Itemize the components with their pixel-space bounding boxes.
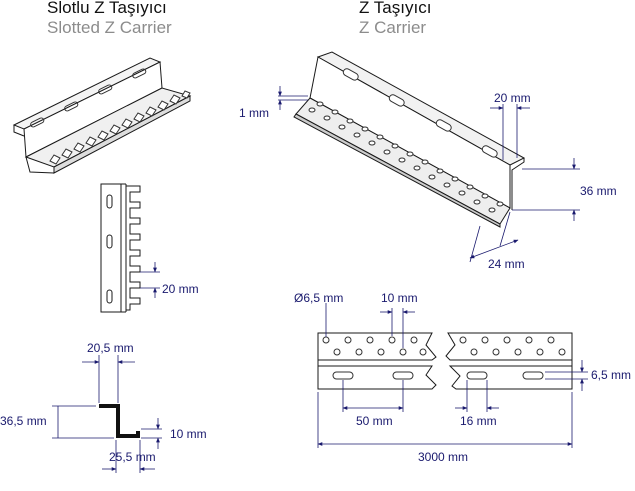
thickness-label: 1 mm — [239, 106, 269, 120]
hole-pitch-label: 10 mm — [381, 291, 418, 305]
web-slots — [30, 68, 147, 128]
z-isometric-dimensions — [278, 86, 580, 263]
z-carrier-title-en: Z Carrier — [359, 18, 427, 37]
flange-hole-pitch-label: 20 mm — [494, 91, 531, 105]
side-slots — [106, 194, 113, 304]
z-web-slots — [342, 68, 498, 158]
left-slot-row — [332, 371, 414, 380]
height-label: 36 mm — [580, 184, 617, 198]
right-hole-row — [459, 336, 566, 356]
slot-length-label: 16 mm — [460, 414, 497, 428]
z-carrier-flat-right — [445, 332, 573, 390]
hole-diameter-label: Ø6,5 mm — [294, 291, 343, 305]
z-carrier-isometric — [293, 51, 526, 228]
right-slot-row — [466, 371, 544, 380]
z-carrier-title-tr: Z Taşıyıcı — [359, 0, 432, 17]
slotted-carrier-title-tr: Slotlu Z Taşıyıcı — [47, 0, 167, 17]
slot-height-label: 6,5 mm — [591, 368, 631, 382]
bottom-width-label: 25,5 mm — [109, 450, 156, 464]
z-flange-holes — [308, 101, 504, 213]
slot-pitch-side-label: 20 mm — [162, 282, 199, 296]
top-flange-label: 20,5 mm — [87, 341, 134, 355]
lip-label: 10 mm — [170, 427, 207, 441]
flange-notches — [49, 90, 191, 165]
slotted-carrier-side-view — [100, 183, 141, 313]
slotted-carrier-title-en: Slotted Z Carrier — [47, 18, 172, 37]
z-carrier-flat-left — [317, 332, 437, 390]
section-height-label: 36,5 mm — [0, 414, 47, 428]
slot-pitch-label: 50 mm — [356, 414, 393, 428]
total-length-label: 3000 mm — [418, 450, 468, 464]
z-section-profile — [52, 355, 162, 473]
bottom-flange-label: 24 mm — [488, 257, 525, 271]
left-hole-row — [322, 336, 427, 356]
slotted-carrier-isometric — [12, 57, 192, 174]
side-view-dimension — [140, 262, 160, 298]
flat-layout-dimensions — [317, 303, 588, 448]
comb-profile — [126, 185, 141, 311]
